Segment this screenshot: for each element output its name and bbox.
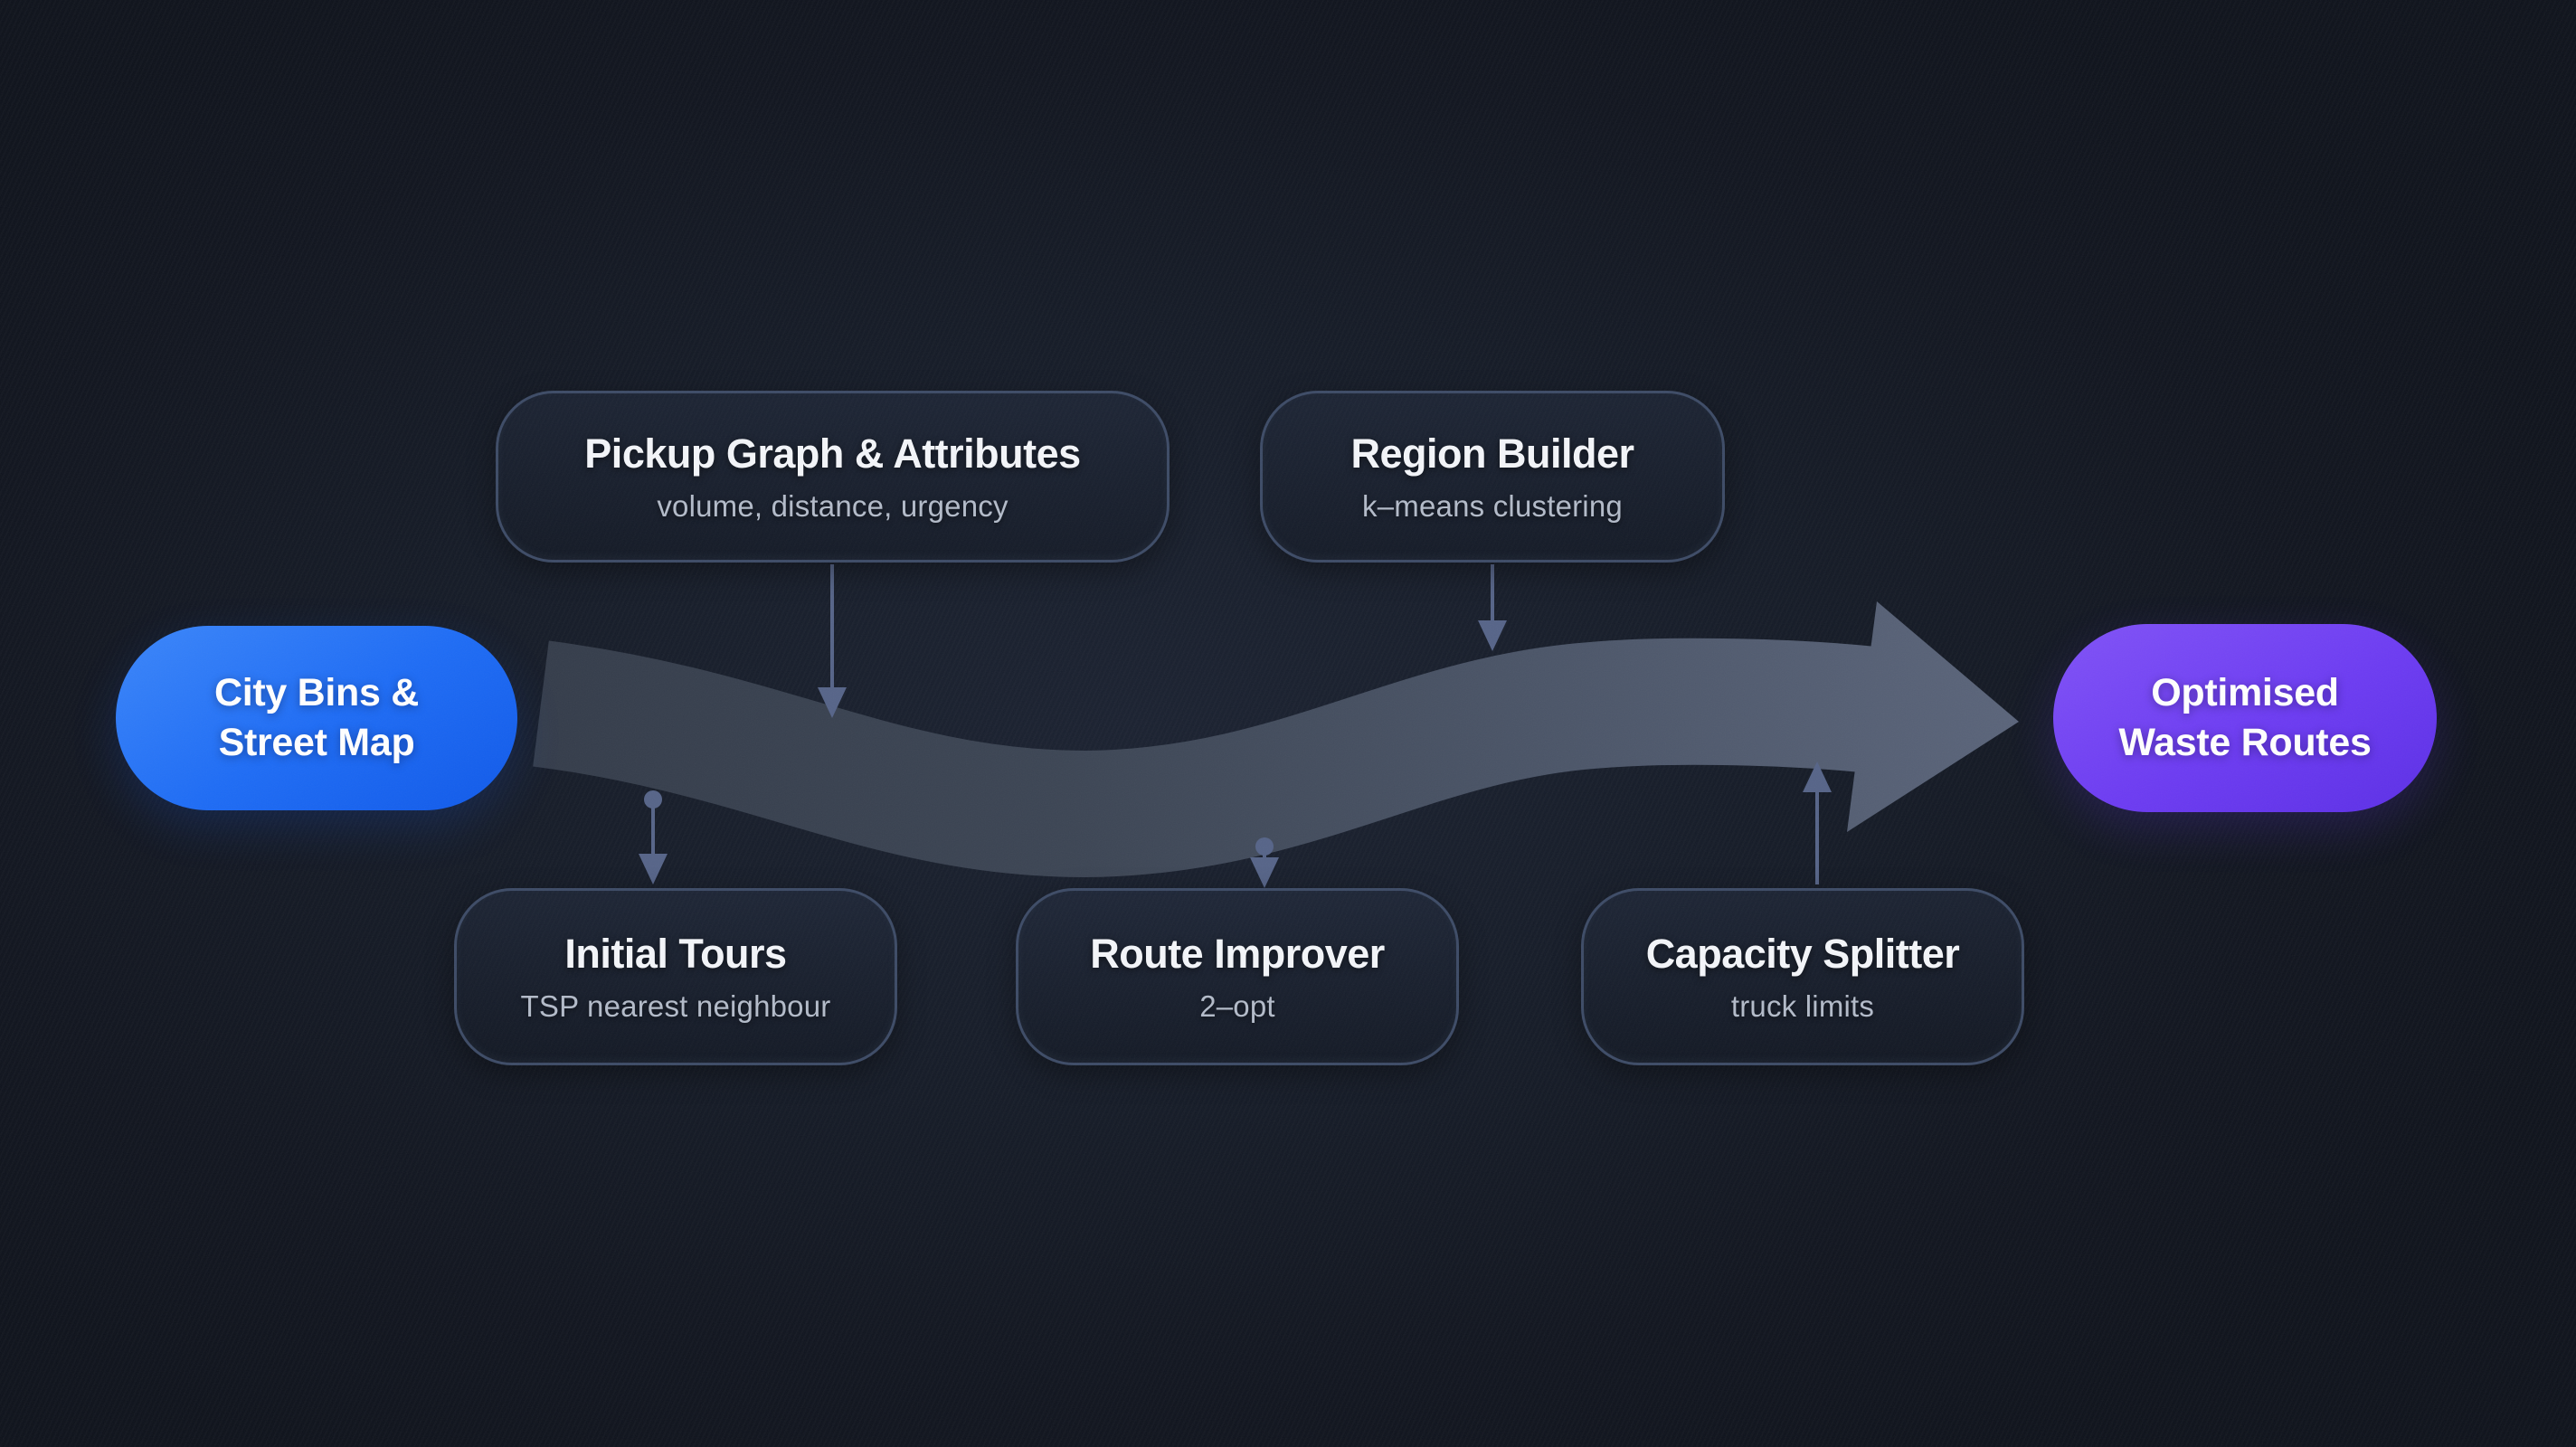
arrow-down-icon — [1478, 620, 1507, 651]
input-node-city-bins: City Bins & Street Map — [116, 626, 517, 810]
input-node-label-line2: Street Map — [218, 721, 415, 764]
arrow-down-icon — [639, 854, 668, 884]
stage-pickup-graph: Pickup Graph & Attributes volume, distan… — [496, 391, 1170, 563]
stage-subtitle: truck limits — [1730, 988, 1875, 1023]
flow-arrow-body — [533, 638, 1889, 878]
stage-title: Pickup Graph & Attributes — [584, 430, 1081, 477]
stage-title: Capacity Splitter — [1645, 930, 1960, 977]
connector-region-to-flow — [1478, 564, 1507, 651]
output-node-optimised-routes: Optimised Waste Routes — [2053, 624, 2437, 812]
stage-subtitle: 2–opt — [1199, 988, 1275, 1023]
output-node-label-line2: Waste Routes — [2118, 721, 2372, 764]
stage-subtitle: k–means clustering — [1362, 488, 1623, 523]
input-node-label-line1: City Bins & — [213, 670, 420, 714]
stage-route-improver: Route Improver 2–opt — [1016, 888, 1459, 1065]
stage-region-builder: Region Builder k–means clustering — [1260, 391, 1725, 563]
stage-capacity-splitter: Capacity Splitter truck limits — [1581, 888, 2024, 1065]
flow-arrow-head-icon — [1847, 601, 2019, 832]
stage-subtitle: volume, distance, urgency — [657, 488, 1009, 523]
connector-flow-to-initial-tours — [639, 790, 668, 884]
stage-title: Region Builder — [1350, 430, 1634, 477]
stage-title: Route Improver — [1090, 930, 1385, 977]
arrow-down-icon — [1250, 857, 1279, 888]
stage-initial-tours: Initial Tours TSP nearest neighbour — [454, 888, 897, 1065]
stage-subtitle: TSP nearest neighbour — [520, 988, 831, 1023]
connector-pickup-to-flow — [818, 564, 847, 718]
output-node-label-line1: Optimised — [2151, 670, 2339, 714]
connector-capacity-to-flow — [1803, 761, 1832, 884]
stage-title: Initial Tours — [564, 930, 787, 977]
main-flow-arrow — [533, 601, 2019, 878]
